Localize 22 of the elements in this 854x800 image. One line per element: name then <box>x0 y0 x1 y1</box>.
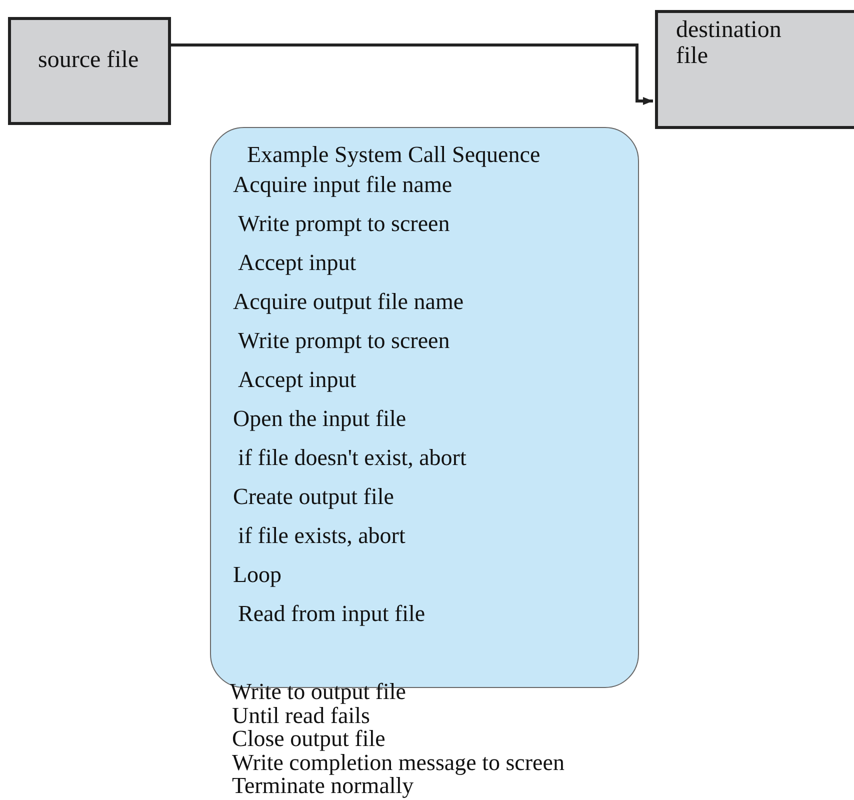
step-text: Close output file <box>232 727 386 751</box>
step-text: Accept input <box>238 367 356 393</box>
arrow <box>171 44 653 105</box>
step-text: Until read fails <box>232 704 370 728</box>
file-box <box>8 17 171 125</box>
step-text: Open the input file <box>233 406 406 432</box>
step-text: Write prompt to screen <box>238 328 450 354</box>
step-text: Write completion message to screen <box>232 750 564 774</box>
step-text: Acquire output file name <box>233 289 464 315</box>
step-text: Loop <box>233 562 282 588</box>
step-text: Write prompt to screen <box>238 211 450 237</box>
step-text: Terminate normally <box>232 774 414 798</box>
step-text: Create output file <box>233 484 394 510</box>
file-label: source file <box>38 47 139 73</box>
file-label: destination file <box>676 17 782 69</box>
sequence-heading: Example System Call Sequence <box>247 142 540 168</box>
step-text: if file doesn't exist, abort <box>238 445 466 471</box>
step-text: if file exists, abort <box>238 523 406 549</box>
step-text: Read from input file <box>238 601 426 627</box>
step-text: Accept input <box>238 250 356 276</box>
file-box <box>655 10 854 129</box>
step-text: Acquire input file name <box>233 172 452 198</box>
